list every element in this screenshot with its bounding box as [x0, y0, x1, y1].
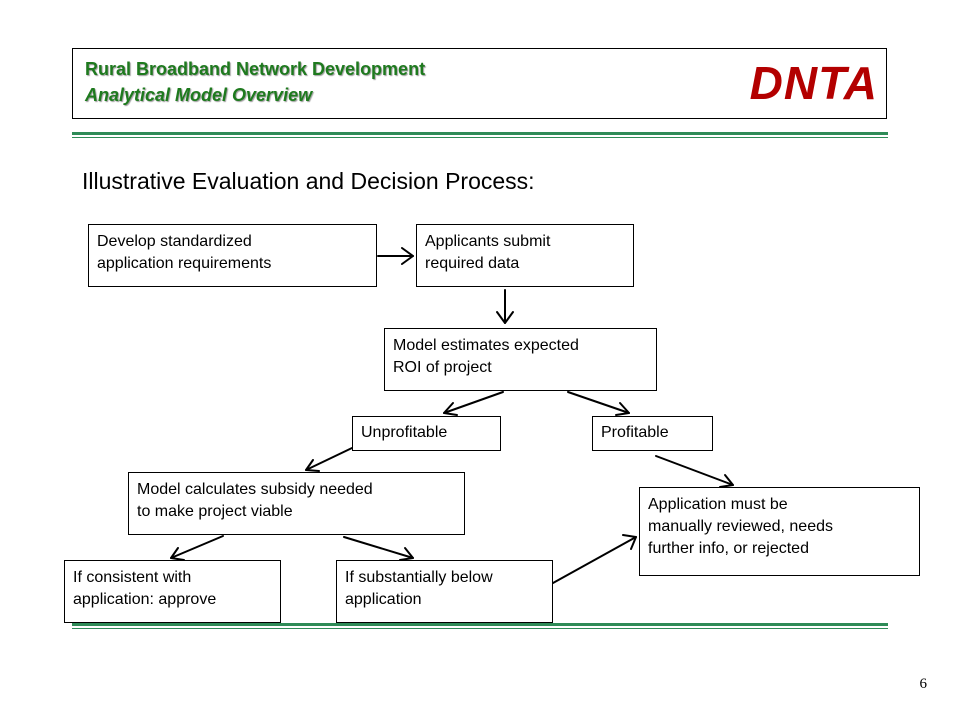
arrowhead-estimate-to-profitable — [615, 402, 630, 416]
arrowhead-subsidy-to-approve — [170, 547, 185, 561]
section-title: Illustrative Evaluation and Decision Pro… — [82, 168, 535, 194]
arrowhead-develop-to-submit — [401, 247, 414, 265]
arrow-estimate-to-profitable — [567, 391, 630, 414]
arrowhead-subsidy-to-below — [399, 547, 414, 561]
dnta-logo: DNTA — [749, 57, 878, 109]
arrow-profitable-to-review — [655, 455, 734, 486]
node-review-or-reject: Application must be manually reviewed, n… — [639, 487, 920, 576]
page-number: 6 — [919, 676, 928, 692]
node-unprofitable: Unprofitable — [352, 416, 501, 451]
node-subsidy-calculation: Model calculates subsidy needed to make … — [128, 472, 465, 535]
arrowhead-estimate-to-unprofitable — [443, 402, 458, 416]
node-substantially-below: If substantially below application — [336, 560, 553, 623]
arrowhead-below-to-review — [622, 534, 637, 550]
node-profitable: Profitable — [592, 416, 713, 451]
arrow-unprofitable-to-subsidy — [305, 447, 353, 471]
footer-divider — [72, 623, 888, 629]
node-model-estimates-roi: Model estimates expected ROI of project — [384, 328, 657, 391]
node-approve: If consistent with application: approve — [64, 560, 281, 623]
header-title: Rural Broadband Network Development — [85, 59, 426, 79]
arrow-below-to-review — [552, 536, 637, 584]
arrow-subsidy-to-approve — [170, 535, 224, 559]
arrowhead-profitable-to-review — [719, 474, 734, 488]
arrow-subsidy-to-below — [343, 536, 414, 559]
header-subtitle: Analytical Model Overview — [85, 85, 313, 105]
arrowhead-unprofitable-to-subsidy — [305, 459, 320, 472]
header-divider — [72, 132, 888, 138]
node-develop-requirements: Develop standardized application require… — [88, 224, 377, 287]
arrowhead-submit-to-estimate — [496, 311, 514, 324]
header-box: Rural Broadband Network Development Anal… — [72, 48, 887, 119]
node-applicants-submit: Applicants submit required data — [416, 224, 634, 287]
arrow-estimate-to-unprofitable — [443, 391, 504, 414]
